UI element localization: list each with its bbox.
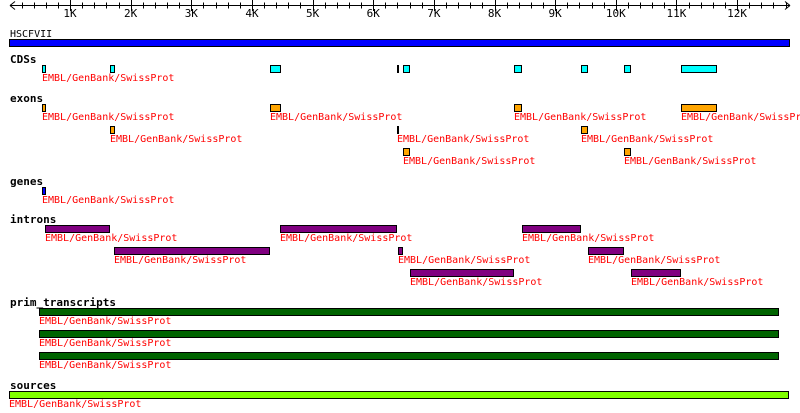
tick-label: 1K bbox=[63, 7, 77, 20]
ruler-arrow-right-bottom bbox=[784, 5, 791, 10]
tick-label: 7K bbox=[427, 7, 441, 20]
prim-transcripts-feature[interactable] bbox=[39, 330, 779, 338]
exons-feature[interactable] bbox=[624, 148, 631, 156]
track-title-introns[interactable]: introns bbox=[10, 213, 57, 226]
introns-feature[interactable] bbox=[114, 247, 270, 255]
prim-transcripts-feature[interactable] bbox=[39, 308, 779, 316]
tick-label: 4K bbox=[245, 7, 259, 20]
cdss-feature[interactable] bbox=[514, 65, 522, 73]
introns-feature[interactable] bbox=[631, 269, 681, 277]
tick-label: 9K bbox=[548, 7, 562, 20]
tick-label: 12K bbox=[727, 7, 748, 20]
exons-feature[interactable] bbox=[581, 126, 588, 134]
introns-feature[interactable] bbox=[522, 225, 581, 233]
exons-feature[interactable] bbox=[42, 104, 46, 112]
track-title-exons[interactable]: exons bbox=[10, 92, 44, 105]
introns-feature[interactable] bbox=[410, 269, 514, 277]
tick-label: 10K bbox=[605, 7, 626, 20]
tick-label: 11K bbox=[666, 7, 687, 20]
exons-feature[interactable] bbox=[110, 126, 115, 134]
track-title-prim-transcripts[interactable]: prim_transcripts bbox=[10, 296, 116, 309]
introns-feature[interactable] bbox=[45, 225, 110, 233]
feature-label[interactable]: EMBL/GenBank/SwissProt bbox=[398, 255, 531, 266]
introns-feature[interactable] bbox=[588, 247, 624, 255]
exons-feature[interactable] bbox=[397, 126, 399, 134]
track-title-genes[interactable]: genes bbox=[10, 175, 44, 188]
genes-feature[interactable] bbox=[42, 187, 46, 195]
feature-label[interactable]: EMBL/GenBank/SwissProt bbox=[588, 255, 721, 266]
feature-label[interactable]: EMBL/GenBank/SwissProt bbox=[631, 277, 764, 288]
cdss-feature[interactable] bbox=[110, 65, 115, 73]
track-title-sources[interactable]: sources bbox=[10, 379, 57, 392]
cdss-feature[interactable] bbox=[581, 65, 588, 73]
feature-label[interactable]: EMBL/GenBank/SwissProt bbox=[45, 233, 178, 244]
feature-label[interactable]: EMBL/GenBank/SwissProt bbox=[624, 156, 757, 167]
exons-feature[interactable] bbox=[681, 104, 717, 112]
ruler-arrow-left bbox=[9, 1, 16, 6]
introns-feature[interactable] bbox=[280, 225, 397, 233]
feature-label[interactable]: EMBL/GenBank/SwissProt bbox=[681, 112, 800, 123]
feature-label[interactable]: EMBL/GenBank/SwissProt bbox=[397, 134, 530, 145]
ruler-arrow-right-bottom bbox=[9, 5, 16, 10]
feature-label[interactable]: EMBL/GenBank/SwissProt bbox=[9, 399, 142, 410]
cdss-feature[interactable] bbox=[403, 65, 410, 73]
feature-label[interactable]: EMBL/GenBank/SwissProt bbox=[42, 112, 175, 123]
exons-feature[interactable] bbox=[514, 104, 522, 112]
cdss-feature[interactable] bbox=[397, 65, 399, 73]
tick-label: 5K bbox=[305, 7, 320, 20]
tick-label: 3K bbox=[184, 7, 198, 20]
feature-label[interactable]: EMBL/GenBank/SwissProt bbox=[39, 338, 172, 349]
feature-label[interactable]: EMBL/GenBank/SwissProt bbox=[39, 360, 172, 371]
exons-feature[interactable] bbox=[403, 148, 410, 156]
feature-label[interactable]: EMBL/GenBank/SwissProt bbox=[39, 316, 172, 327]
feature-label[interactable]: EMBL/GenBank/SwissProt bbox=[270, 112, 403, 123]
sequence-bar[interactable] bbox=[9, 39, 790, 47]
cdss-feature[interactable] bbox=[681, 65, 717, 73]
feature-label[interactable]: EMBL/GenBank/SwissProt bbox=[42, 73, 175, 84]
ruler-arrow-right bbox=[784, 1, 791, 6]
prim-transcripts-feature[interactable] bbox=[39, 352, 779, 360]
feature-label[interactable]: EMBL/GenBank/SwissProt bbox=[403, 156, 536, 167]
feature-label[interactable]: EMBL/GenBank/SwissProt bbox=[280, 233, 413, 244]
tick-label: 8K bbox=[487, 7, 502, 20]
sequence-name: HSCFVII bbox=[10, 29, 53, 40]
feature-label[interactable]: EMBL/GenBank/SwissProt bbox=[110, 134, 243, 145]
feature-label[interactable]: EMBL/GenBank/SwissProt bbox=[42, 195, 175, 206]
ruler-scale bbox=[9, 0, 791, 11]
tick-label: 2K bbox=[124, 7, 138, 20]
feature-label[interactable]: EMBL/GenBank/SwissProt bbox=[581, 134, 714, 145]
exons-feature[interactable] bbox=[270, 104, 281, 112]
feature-label[interactable]: EMBL/GenBank/SwissProt bbox=[522, 233, 655, 244]
introns-feature[interactable] bbox=[398, 247, 403, 255]
cdss-feature[interactable] bbox=[42, 65, 46, 73]
track-title-cdss[interactable]: CDSs bbox=[10, 53, 37, 66]
feature-label[interactable]: EMBL/GenBank/SwissProt bbox=[514, 112, 647, 123]
cdss-feature[interactable] bbox=[624, 65, 631, 73]
feature-label[interactable]: EMBL/GenBank/SwissProt bbox=[114, 255, 247, 266]
feature-label[interactable]: EMBL/GenBank/SwissProt bbox=[410, 277, 543, 288]
tick-label: 6K bbox=[366, 7, 380, 20]
cdss-feature[interactable] bbox=[270, 65, 281, 73]
sources-feature[interactable] bbox=[9, 391, 789, 399]
